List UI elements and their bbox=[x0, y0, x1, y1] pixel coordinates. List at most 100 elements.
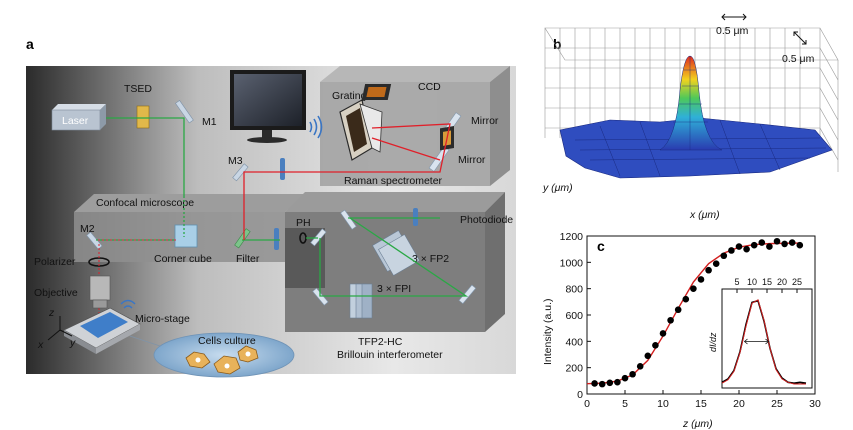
main-data-point bbox=[758, 239, 766, 246]
corner-cube bbox=[174, 224, 198, 248]
ccd-label: CCD bbox=[418, 81, 441, 93]
photodiode-label: Photodiode bbox=[460, 214, 513, 226]
main-data-point bbox=[659, 330, 667, 337]
cells-culture-dish bbox=[153, 332, 295, 378]
main-data-point bbox=[636, 363, 644, 370]
panel-b-letter: b bbox=[553, 36, 562, 52]
main-data-point bbox=[735, 243, 743, 250]
main-data-point bbox=[652, 341, 659, 349]
inset-x-tick-label: 5 bbox=[734, 277, 739, 287]
main-data-point bbox=[796, 241, 804, 249]
main-data-point bbox=[667, 316, 674, 324]
raman-spectrometer-label: Raman spectrometer bbox=[344, 175, 443, 187]
main-data-point bbox=[674, 306, 682, 314]
m1-label: M1 bbox=[202, 116, 217, 128]
m1-mirror bbox=[175, 100, 194, 124]
main-data-point bbox=[788, 239, 796, 246]
tfp2-label: TFP2-HC bbox=[358, 336, 403, 348]
main-data-point bbox=[766, 243, 773, 250]
main-data-point bbox=[743, 245, 750, 253]
wireless-icon bbox=[309, 115, 323, 139]
inset-x-tick-label: 15 bbox=[762, 277, 772, 287]
main-data-point bbox=[629, 370, 636, 378]
main-x-tick-label: 15 bbox=[695, 398, 707, 410]
main-data-point bbox=[750, 241, 758, 249]
polarizer-label: Polarizer bbox=[34, 256, 76, 268]
filter-label: Filter bbox=[236, 253, 260, 265]
inset-plot-frame bbox=[721, 288, 813, 389]
fpi-stack bbox=[349, 283, 373, 319]
main-data-point bbox=[598, 380, 606, 388]
brillouin-mirror-4 bbox=[458, 284, 477, 305]
m2-label: M2 bbox=[80, 223, 95, 235]
main-data-point bbox=[773, 237, 781, 245]
lens-upper bbox=[280, 158, 285, 180]
ccd-camera bbox=[361, 84, 392, 100]
raman-mirror-bottom-label: Mirror bbox=[458, 154, 486, 166]
panel-c-letter: c bbox=[597, 238, 605, 254]
laser-label: Laser bbox=[62, 115, 89, 127]
main-data-point bbox=[591, 380, 598, 387]
main-y-tick-label: 800 bbox=[565, 284, 583, 296]
main-data-point bbox=[690, 285, 697, 292]
brillouin-label: Brillouin interferometer bbox=[337, 349, 443, 361]
inset-fwhm-arrowhead-left bbox=[743, 338, 748, 345]
fp2-stack bbox=[372, 230, 420, 276]
main-data-point bbox=[781, 240, 788, 248]
monitor-icon bbox=[230, 70, 306, 143]
cell-shapes bbox=[185, 345, 259, 375]
main-data-point bbox=[621, 374, 629, 382]
panel-a-letter: a bbox=[26, 36, 34, 52]
lens-lower bbox=[274, 228, 279, 250]
raman-mirror-top-label: Mirror bbox=[471, 115, 499, 127]
inset-fit-line bbox=[721, 299, 806, 385]
brillouin-mirror-3 bbox=[312, 287, 329, 306]
scale-x-label: 0.5 μm bbox=[716, 25, 749, 37]
peak-mesh bbox=[673, 56, 708, 150]
scale-y-label: 0.5 μm bbox=[782, 53, 815, 65]
inset-plot-area: 5 10 15 20 25 bbox=[721, 277, 813, 389]
stage-wireless-icon bbox=[120, 299, 136, 309]
fp2-label: 3 × FP2 bbox=[412, 253, 449, 265]
scale-arrow-y bbox=[793, 31, 807, 45]
axis-y-label: y bbox=[69, 337, 76, 349]
inset-x-tick-label: 20 bbox=[777, 277, 787, 287]
main-data-point bbox=[705, 266, 712, 274]
main-x-tick-label: 30 bbox=[809, 398, 821, 410]
inset-x-tick-label: 25 bbox=[792, 277, 802, 287]
micro-stage-label: Micro-stage bbox=[135, 313, 190, 325]
main-y-tick-label: 0 bbox=[577, 389, 583, 401]
raman-spectrometer-box bbox=[320, 66, 510, 186]
axis-x-label: x bbox=[37, 339, 44, 351]
cell-nuclei bbox=[195, 351, 251, 369]
main-y-tick-label: 600 bbox=[565, 310, 583, 322]
tsed-label: TSED bbox=[124, 83, 152, 95]
axes-triad bbox=[47, 316, 73, 341]
ph-label: PH bbox=[296, 217, 311, 229]
brillouin-lens bbox=[413, 208, 418, 226]
main-x-tick-label: 10 bbox=[657, 398, 669, 410]
main-x-tick-label: 0 bbox=[584, 398, 590, 410]
main-y-tick-label: 400 bbox=[565, 336, 583, 348]
scatter-beam-path bbox=[98, 123, 451, 241]
surface-x-axis-label: x (μm) bbox=[689, 209, 720, 221]
confocal-microscope-label: Confocal microscope bbox=[96, 197, 194, 209]
main-x-tick-label: 5 bbox=[622, 398, 628, 410]
main-x-tick-label: 20 bbox=[733, 398, 745, 410]
objective-label: Objective bbox=[34, 287, 78, 299]
main-y-axis-label: Intensity (a.u.) bbox=[542, 298, 554, 365]
objective-element bbox=[89, 275, 111, 309]
micro-stage bbox=[63, 307, 141, 354]
gratings-label: Gratings bbox=[332, 90, 372, 102]
axis-z-label: z bbox=[48, 307, 55, 319]
main-data-point bbox=[606, 379, 614, 387]
main-data-point bbox=[644, 352, 652, 360]
main-x-tick-label: 25 bbox=[771, 398, 783, 410]
inset-x-tick-label: 10 bbox=[747, 277, 757, 287]
scale-arrow-x bbox=[721, 13, 747, 21]
laser-source: Laser bbox=[51, 104, 106, 131]
main-data-point bbox=[720, 252, 728, 260]
